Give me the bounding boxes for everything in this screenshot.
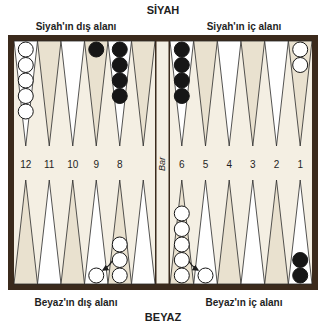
point-triangle (61, 41, 85, 146)
black-checker (293, 253, 308, 268)
white-checker (174, 222, 189, 237)
point-triangle (14, 180, 38, 284)
side-title: BEYAZ (145, 311, 181, 323)
point-number: 6 (179, 159, 185, 170)
point-triangle (38, 180, 62, 284)
point-triangle (132, 41, 156, 146)
point-triangle (61, 180, 85, 284)
point-number: 2 (274, 159, 280, 170)
white-checker (18, 42, 33, 57)
black-checker (89, 42, 104, 57)
white-checker (18, 58, 33, 73)
point-triangle (288, 180, 312, 284)
white-checker (293, 42, 308, 57)
area-label: Beyaz'ın iç alanı (206, 297, 283, 308)
white-checker (174, 237, 189, 252)
white-checker (89, 268, 104, 283)
white-checker (18, 89, 33, 104)
point-triangle (194, 41, 218, 146)
point-number: 10 (67, 159, 78, 170)
point-triangle (108, 41, 132, 146)
white-checker (112, 237, 127, 252)
area-label: Beyaz'ın dış alanı (35, 297, 118, 308)
point-triangle (241, 41, 265, 146)
point-triangle (132, 180, 156, 284)
white-checker (174, 268, 189, 283)
black-checker (293, 268, 308, 283)
point-triangle (265, 41, 289, 146)
point-triangle (85, 41, 109, 146)
point-triangle (217, 41, 241, 146)
point-number: 3 (250, 159, 256, 170)
point-triangle (108, 180, 132, 284)
point-triangle (194, 180, 218, 284)
bar-label: Bar (158, 157, 168, 171)
bar-strip (156, 41, 169, 284)
left-half (14, 41, 155, 284)
point-triangle (265, 180, 289, 284)
point-triangle (170, 41, 194, 146)
point-number: 1 (297, 159, 303, 170)
area-label: Siyah'ın iç alanı (207, 21, 282, 32)
black-checker (174, 73, 189, 88)
black-checker (174, 58, 189, 73)
point-number: 12 (20, 159, 31, 170)
area-label: Siyah'ın dış alanı (36, 21, 117, 32)
white-checker (18, 104, 33, 119)
point-number: 5 (203, 159, 209, 170)
white-checker (293, 58, 308, 73)
black-checker (112, 58, 127, 73)
side-title: SİYAH (147, 4, 180, 16)
white-checker (174, 253, 189, 268)
point-triangle (217, 180, 241, 284)
white-checker (174, 206, 189, 221)
white-checker (18, 73, 33, 88)
black-checker (174, 42, 189, 57)
white-checker (198, 268, 213, 283)
white-checker (112, 268, 127, 283)
black-checker (174, 89, 189, 104)
point-number: 11 (44, 159, 54, 170)
point-triangle (288, 41, 312, 146)
white-checker (112, 253, 127, 268)
black-checker (112, 73, 127, 88)
point-number: 8 (117, 159, 123, 170)
point-number: 4 (226, 159, 232, 170)
black-checker (112, 89, 127, 104)
point-triangle (14, 41, 38, 146)
right-half (170, 41, 312, 284)
point-triangle (38, 41, 62, 146)
board-frame (8, 35, 318, 290)
point-triangle (170, 180, 194, 284)
point-triangle (241, 180, 265, 284)
point-number: 9 (93, 159, 99, 170)
black-checker (112, 42, 127, 57)
